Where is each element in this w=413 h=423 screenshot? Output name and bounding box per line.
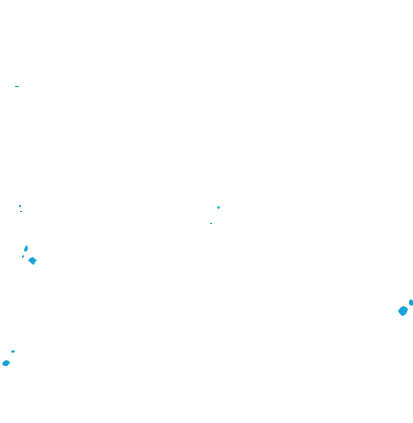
map-feature-islet-g: [28, 257, 37, 265]
map-features-layer: [2, 86, 413, 366]
map-feature-islet-h: [398, 306, 408, 316]
map-feature-speck-c: [217, 206, 220, 209]
map-feature-islet-i: [409, 299, 413, 306]
map-feature-speck-b: [19, 205, 22, 212]
map-feature-speck-e: [11, 350, 15, 353]
map-feature-islet-j: [2, 360, 10, 366]
map-feature-speck-d: [210, 223, 212, 224]
map-feature-islet-f: [22, 245, 28, 258]
map-feature-speck-a: [15, 86, 19, 87]
